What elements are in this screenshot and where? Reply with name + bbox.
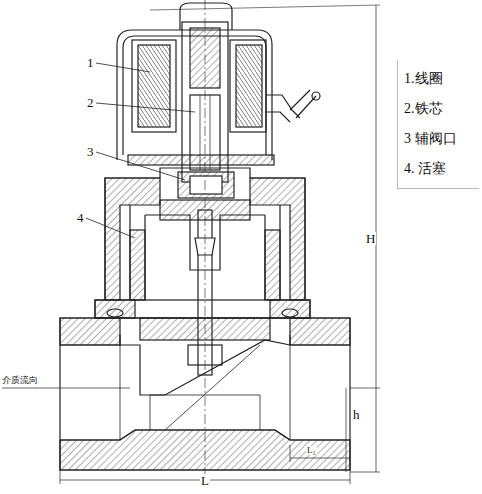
dimension-label: L₁	[306, 446, 317, 455]
legend-box: 1.线圈2.铁芯3 辅阀口4. 活塞	[397, 60, 479, 189]
dimension-label: h	[352, 408, 361, 421]
coil	[138, 45, 170, 127]
part-name: 3 辅阀口	[404, 124, 475, 154]
cable-gland	[266, 95, 300, 122]
dimension-label: L	[200, 474, 210, 487]
leader-line	[96, 63, 150, 72]
valve-body	[60, 318, 350, 470]
top-cap	[180, 3, 232, 30]
flow-line	[2, 388, 130, 389]
callout-number: 4	[76, 211, 85, 224]
dimension-label: H	[365, 232, 376, 245]
part-name: 4. 活塞	[404, 154, 475, 184]
pilot-seat	[178, 172, 234, 198]
part-name: 1.线圈	[404, 64, 475, 94]
callout-number: 2	[86, 96, 95, 109]
base-plate	[128, 155, 274, 165]
part-name: 2.铁芯	[404, 94, 475, 124]
callout-number: 1	[86, 56, 95, 69]
flange	[95, 300, 310, 318]
callout-number: 3	[86, 145, 95, 158]
flow-label: 介质流向	[1, 376, 39, 385]
